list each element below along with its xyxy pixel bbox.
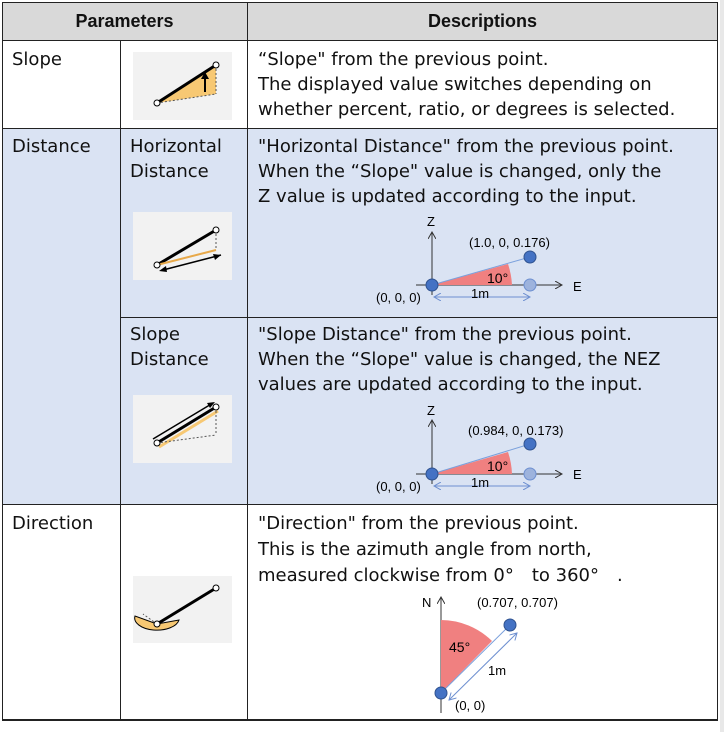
- header-descriptions: Descriptions: [247, 2, 718, 40]
- angle-label: 10°: [487, 270, 508, 286]
- origin-label: (0, 0, 0): [376, 479, 421, 494]
- angle-label: 45°: [449, 639, 470, 655]
- direction-icon: [133, 576, 232, 643]
- origin-label: (0, 0, 0): [376, 290, 421, 305]
- direction-desc-2: This is the azimuth angle from north,: [258, 539, 592, 560]
- direction-desc-1: "Direction" from the previous point.: [258, 513, 579, 534]
- angle-label: 10°: [487, 458, 508, 474]
- horizontal-distance-icon: [133, 212, 232, 280]
- distance-row-bg: [2, 128, 718, 504]
- param-slope: Slope: [12, 49, 62, 70]
- slope-desc-3: whether percent, ratio, or degrees is se…: [258, 99, 676, 120]
- param-direction: Direction: [12, 513, 94, 534]
- horizontal-desc-3: Z value is updated according to the inpu…: [258, 186, 637, 207]
- slope-distance-desc-2: When the “Slope" value is changed, the N…: [258, 349, 661, 370]
- header-parameters: Parameters: [2, 2, 247, 40]
- param-slope-distance-1: Slope: [130, 324, 180, 345]
- horizontal-diagram: Z E (1.0, 0, 0.176) (0, 0, 0) 10° 1m: [376, 214, 582, 305]
- horizontal-desc-1: "Horizontal Distance" from the previous …: [258, 136, 674, 157]
- distance-label: 1m: [471, 475, 489, 490]
- slope-distance-icon: [133, 395, 232, 463]
- point-label: (0.707, 0.707): [477, 595, 558, 610]
- horizontal-desc-2: When the “Slope" value is changed, only …: [258, 161, 662, 182]
- param-slope-distance-2: Distance: [130, 349, 209, 370]
- axis-z-label: Z: [427, 214, 435, 229]
- direction-desc-3: measured clockwise from 0° to 360° .: [258, 565, 623, 586]
- axis-e-label: E: [573, 279, 582, 294]
- slope-distance-desc-3: values are updated according to the inpu…: [258, 374, 643, 395]
- axis-n-label: N: [422, 595, 431, 610]
- axis-z-label: Z: [427, 403, 435, 418]
- slope-desc-1: “Slope" from the previous point.: [258, 49, 549, 70]
- slope-distance-desc-1: "Slope Distance" from the previous point…: [258, 324, 632, 345]
- slope-icon: [133, 52, 232, 120]
- point-label: (1.0, 0, 0.176): [469, 235, 550, 250]
- axis-e-label: E: [573, 467, 582, 482]
- slope-distance-diagram: Z E (0.984, 0, 0.173) (0, 0, 0) 10° 1m: [376, 403, 582, 494]
- origin-label: (0, 0): [455, 698, 485, 713]
- scrollbar[interactable]: [720, 0, 724, 732]
- param-horizontal-2: Distance: [130, 161, 209, 182]
- distance-label: 1m: [488, 663, 506, 678]
- param-distance: Distance: [12, 136, 91, 157]
- slope-desc-2: The displayed value switches depending o…: [258, 74, 652, 95]
- param-horizontal-1: Horizontal: [130, 136, 222, 157]
- distance-label: 1m: [471, 286, 489, 301]
- point-label: (0.984, 0, 0.173): [468, 423, 563, 438]
- direction-diagram: N (0.707, 0.707) (0, 0) 45° 1m: [422, 595, 558, 713]
